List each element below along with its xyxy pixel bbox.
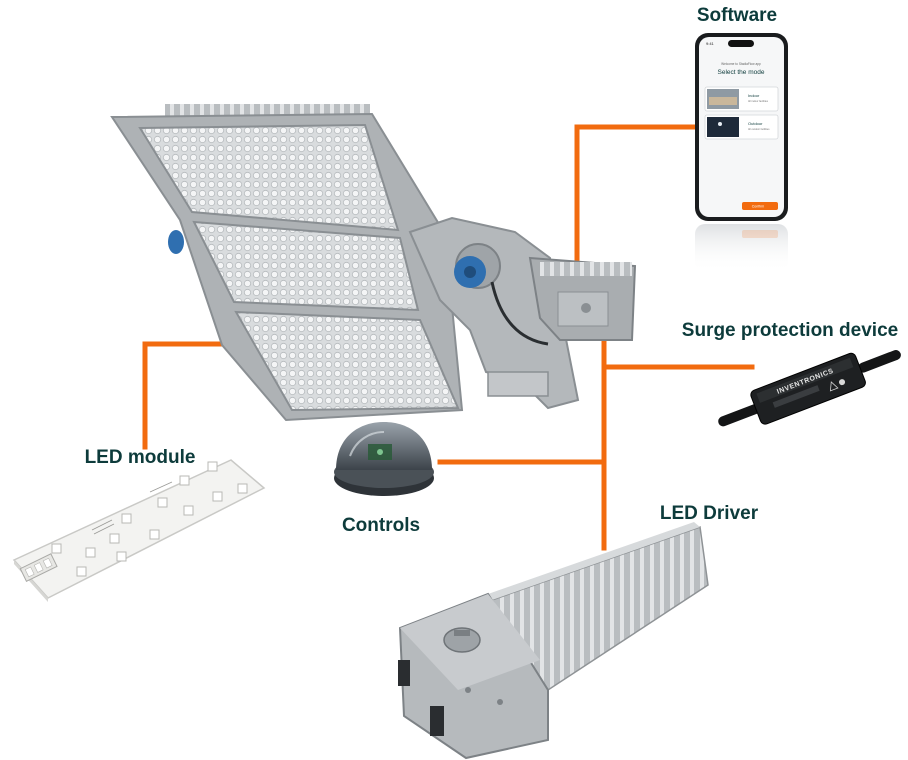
floodlight-icon xyxy=(110,104,637,422)
driver-cap xyxy=(443,627,481,653)
phone-time: 9:41 xyxy=(706,41,715,46)
driver-connector-lower xyxy=(430,706,444,736)
surge-cable-right xyxy=(858,350,901,373)
phone-confirm-label: Confirm xyxy=(752,205,765,209)
phone-option-indoor-sub: All indoor facilities xyxy=(748,100,769,103)
phone-option-outdoor-sub: All outdoor facilities xyxy=(748,128,770,131)
floodlight-panel-top xyxy=(138,123,400,232)
sensor-dome-icon xyxy=(334,422,434,496)
phone-welcome-text: Welcome to StadiaFlow app xyxy=(721,62,761,66)
label-controls: Controls xyxy=(342,515,420,536)
label-led-module: LED module xyxy=(85,447,196,468)
software-connector xyxy=(574,124,700,265)
label-software: Software xyxy=(697,5,777,26)
phone-confirm-button[interactable] xyxy=(742,202,778,210)
led-board-leds xyxy=(51,461,248,577)
driver-connector-upper xyxy=(398,660,410,686)
phone-option-indoor-title: Indoor xyxy=(748,93,760,98)
surge-protector-icon: INVENTRONICS xyxy=(718,350,901,427)
floodlight-panel-middle xyxy=(192,220,420,312)
surge-cable-left xyxy=(718,403,761,427)
floodlight-fins xyxy=(165,104,370,116)
phone-reflection xyxy=(695,224,788,272)
phone-option-outdoor-title: Outdoor xyxy=(748,121,763,126)
floodlight-panel-bottom xyxy=(234,310,460,412)
smartphone-icon: 9:41 Welcome to StadiaFlow app Select th… xyxy=(695,33,788,272)
phone-heading: Select the mode xyxy=(718,69,765,76)
led-board-pcb xyxy=(12,459,266,599)
label-surge-protection-device: Surge protection device xyxy=(682,320,898,341)
label-led-driver: LED Driver xyxy=(660,503,759,524)
led-driver-icon xyxy=(398,522,709,760)
led-board-icon xyxy=(12,459,266,602)
floodlight-left-knob xyxy=(168,230,184,254)
